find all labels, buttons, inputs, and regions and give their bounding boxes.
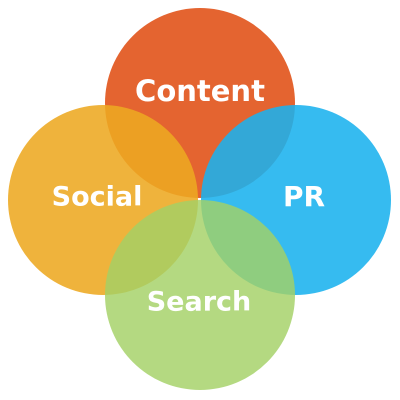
label-content: Content (135, 74, 265, 108)
label-search: Search (147, 287, 252, 318)
label-social: Social (52, 182, 143, 213)
circle-search (105, 200, 295, 390)
label-pr: PR (283, 180, 325, 213)
